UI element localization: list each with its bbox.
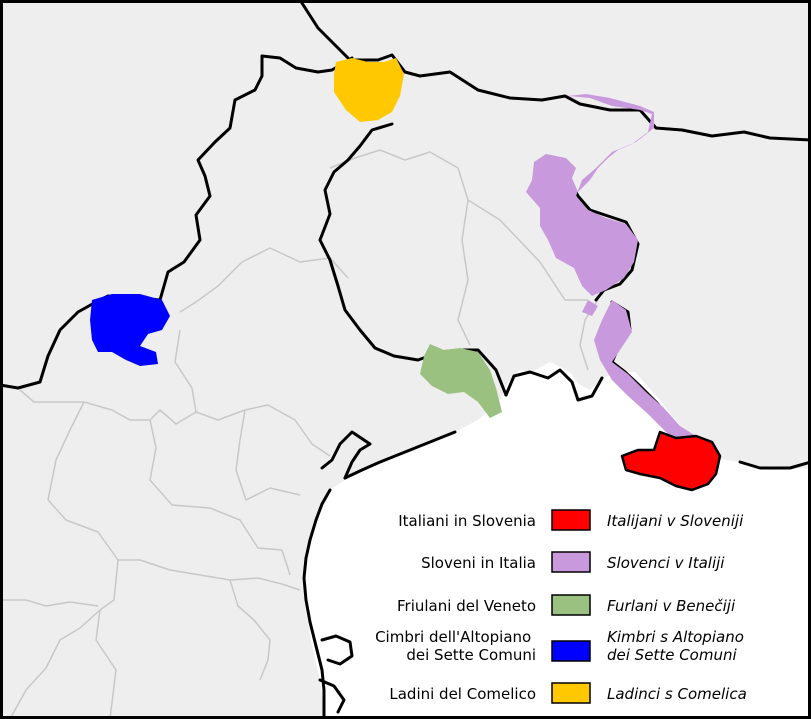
- legend-label-italian: Sloveni in Italia: [421, 554, 536, 572]
- legend-item-cimbri: Cimbri dell'Altopiano dei Sette Comuni K…: [375, 628, 749, 664]
- slovenes-in-italy-area: [526, 94, 696, 444]
- legend-label-italian: Ladini del Comelico: [389, 685, 536, 703]
- legend-label-slovene: Ladinci s Comelica: [607, 685, 747, 703]
- legend-label-italian: Italiani in Slovenia: [398, 512, 536, 530]
- ladins-of-comelico-area: [334, 58, 404, 122]
- green-swatch-icon: [551, 594, 591, 616]
- legend-item-ladins-of-comelico: Ladini del Comelico Ladinci s Comelica: [389, 682, 747, 704]
- legend-item-slovenes-in-italy: Sloveni in Italia Slovenci v Italiji: [421, 551, 725, 573]
- cimbri-area: [90, 294, 170, 366]
- legend: Italiani in Slovenia Italijani v Sloveni…: [375, 509, 749, 704]
- legend-item-italians-in-slovenia: Italiani in Slovenia Italijani v Sloveni…: [398, 509, 744, 531]
- red-swatch-icon: [551, 509, 591, 531]
- province-borders: [0, 149, 599, 719]
- italians-in-slovenia-area: [620, 430, 722, 492]
- legend-label-slovene: Kimbri s Altopiano dei Sette Comuni: [607, 628, 749, 664]
- legend-item-friulians-of-veneto: Friulani del Veneto Furlani v Benečiji: [397, 594, 736, 616]
- yellow-swatch-icon: [551, 682, 591, 704]
- legend-label-italian: Friulani del Veneto: [397, 597, 536, 615]
- legend-label-slovene: Furlani v Benečiji: [607, 597, 736, 615]
- legend-label-slovene: Slovenci v Italiji: [607, 554, 725, 572]
- blue-swatch-icon: [551, 640, 591, 662]
- lavender-swatch-icon: [551, 551, 591, 573]
- legend-label-italian: Cimbri dell'Altopiano dei Sette Comuni: [375, 628, 536, 664]
- friulians-of-veneto-area: [420, 344, 502, 418]
- legend-label-slovene: Italijani v Sloveniji: [607, 512, 744, 530]
